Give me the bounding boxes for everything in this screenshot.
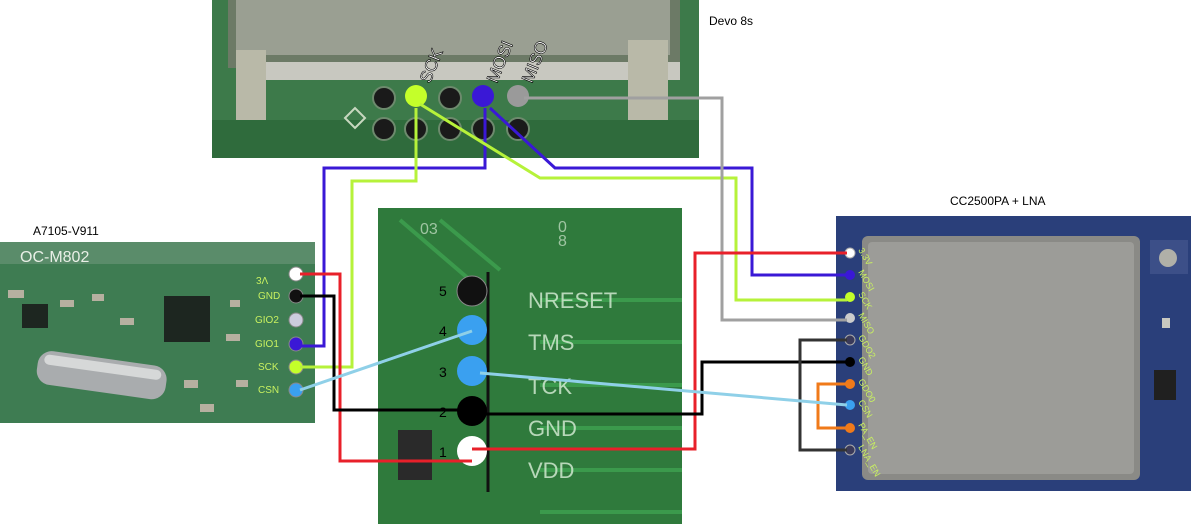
cc-pin-gnd (845, 357, 855, 367)
cc2500-board (836, 216, 1191, 491)
silk-gnd: GND (528, 416, 577, 441)
cc-pin-paen (845, 423, 855, 433)
cc-pin-csn (845, 400, 855, 410)
wire-gdo2-lnaen (798, 338, 847, 452)
header-pin-3 (457, 356, 487, 386)
header-pin-4 (457, 315, 487, 345)
wire-mosi-cc2500 (488, 106, 847, 277)
devo-mosi-pin (472, 85, 494, 107)
a7105-title: A7105-V911 (33, 224, 99, 238)
a7105-label-gnd: GND (258, 291, 280, 302)
wire-vdd-a7105 (300, 272, 472, 463)
wire-miso-cc2500 (524, 96, 847, 322)
header-num-3: 3 (439, 364, 447, 380)
cc-pin-mosi (845, 270, 855, 280)
header-num-5: 5 (439, 283, 447, 299)
wire-csn-cc2500 (479, 371, 848, 407)
header-num-2: 2 (439, 404, 447, 420)
cc-pin-sck (845, 292, 855, 302)
devo-sck-pin (405, 85, 427, 107)
devo-board: SCK MOSI MISO (212, 0, 699, 158)
header-num-1: 1 (439, 444, 447, 460)
cc-pin-gdo0 (845, 379, 855, 389)
wire-gnd-a7105 (300, 294, 472, 412)
a7105-label-csn: CSN (258, 385, 279, 396)
header-pin-5 (456, 275, 488, 307)
silk-corner-1: 03 (420, 221, 438, 238)
a7105-label-sck: SCK (258, 362, 279, 373)
a7105-label-gio2: GIO2 (255, 315, 279, 326)
header-num-4: 4 (439, 323, 447, 339)
wire-csn-a7105 (299, 329, 473, 392)
devo-miso-pin (507, 85, 529, 107)
wire-vdd-cc2500 (472, 251, 847, 451)
a7105-silk: OC-M802 (20, 249, 89, 266)
devo-title: Devo 8s (709, 14, 754, 28)
a7105-board: OC-M802 3V (0, 242, 315, 423)
wire-gdo0-paen (816, 382, 847, 430)
header-pin-1 (457, 436, 487, 466)
cc-pin-miso (845, 313, 855, 323)
silk-tms: TMS (528, 330, 574, 355)
silk-corner-2: 0 (558, 219, 567, 236)
wire-mosi-a7105 (300, 108, 487, 348)
debug-board: NRESET TMS TCK GND VDD 03 0 8 5 4 3 2 1 (378, 208, 682, 524)
cc2500-title: CC2500PA + LNA (950, 194, 1046, 208)
wire-sck-cc2500 (419, 102, 847, 302)
a7105-label-gio1: GIO1 (255, 339, 279, 350)
a7105-label-3v-r: 3V (256, 274, 269, 285)
wire-gnd-cc2500 (472, 360, 847, 416)
silk-vdd: VDD (528, 458, 574, 483)
silk-corner-3: 8 (558, 233, 567, 250)
silk-nreset: NRESET (528, 288, 617, 313)
